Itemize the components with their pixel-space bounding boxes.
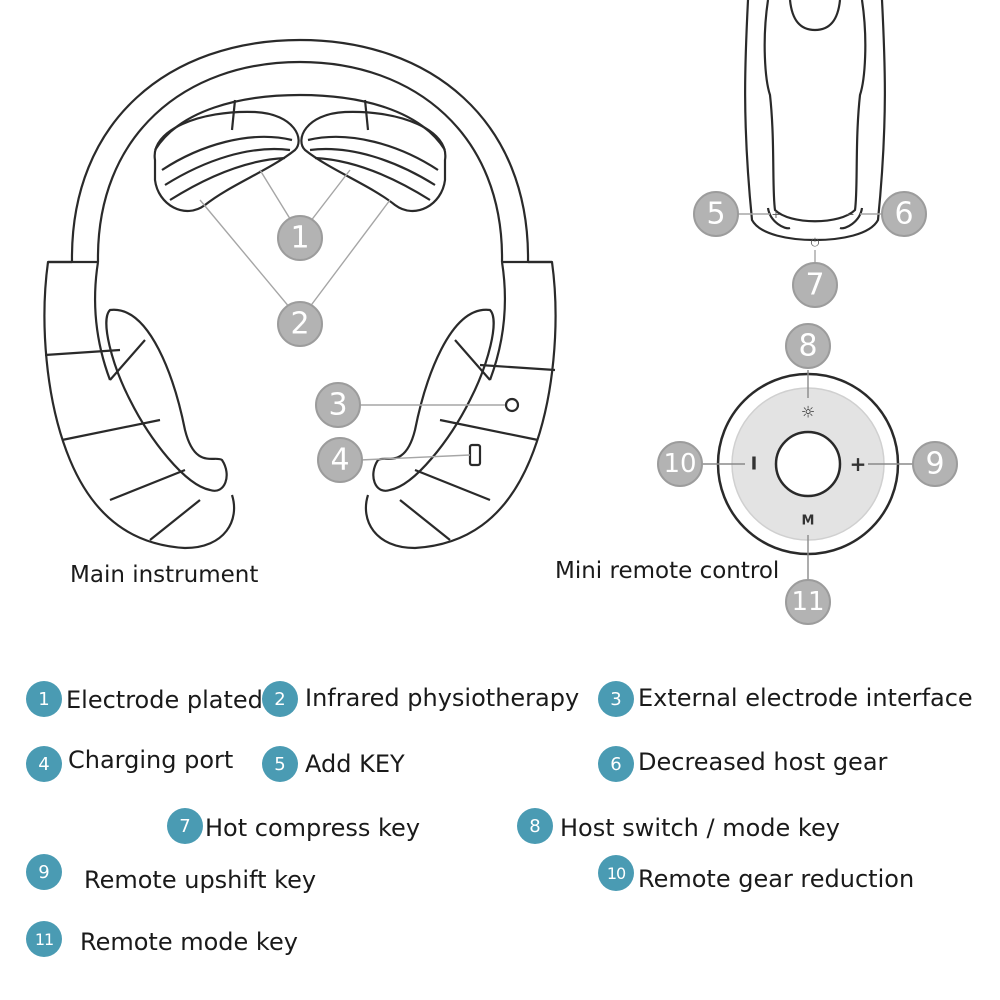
callout-4: 4 — [317, 437, 363, 483]
legend-text-5: Add KEY — [305, 750, 405, 778]
legend-badge-11: 11 — [26, 921, 62, 957]
remote-left-glyph: I — [751, 454, 758, 475]
callout-2: 2 — [277, 301, 323, 347]
host-minus-glyph: − — [845, 208, 854, 221]
legend-text-3: External electrode interface — [638, 684, 973, 712]
legend-text-6: Decreased host gear — [638, 748, 888, 776]
legend-badge-4: 4 — [26, 746, 62, 782]
legend-text-4: Charging port — [68, 746, 234, 774]
svg-text:10: 10 — [663, 449, 696, 479]
remote-sun-icon: ☼ — [801, 403, 815, 422]
callout-11: 11 — [785, 579, 831, 625]
svg-text:8: 8 — [798, 329, 817, 364]
callout-6: 6 — [881, 191, 927, 237]
legend-text-9: Remote upshift key — [84, 866, 317, 894]
legend-text-7: Hot compress key — [205, 814, 421, 842]
svg-text:7: 7 — [805, 268, 824, 303]
remote-button-glyphs: ☼ I + M — [751, 403, 867, 529]
callout-markers: 1 2 3 4 5 6 7 8 9 10 11 — [277, 191, 958, 625]
legend-text-1: Electrode plated — [66, 686, 263, 714]
mini-remote-drawing — [716, 372, 900, 556]
callout-9: 9 — [912, 441, 958, 487]
host-power-glyph: ⏻ — [811, 236, 820, 249]
svg-text:2: 2 — [290, 307, 309, 342]
legend-badge-6: 6 — [598, 746, 634, 782]
svg-text:3: 3 — [328, 388, 347, 423]
callout-7: 7 — [792, 262, 838, 308]
callout-8: 8 — [785, 323, 831, 369]
legend-text-8: Host switch / mode key — [560, 814, 840, 842]
main-instrument-caption: Main instrument — [70, 562, 259, 588]
svg-text:4: 4 — [330, 443, 349, 478]
svg-text:9: 9 — [925, 447, 944, 482]
legend-text-2: Infrared physiotherapy — [305, 684, 580, 712]
legend-badge-1: 1 — [26, 681, 62, 717]
host-end-drawing — [744, 0, 886, 242]
host-plus-glyph: + — [771, 208, 780, 221]
mini-remote-caption: Mini remote control — [555, 558, 780, 584]
main-instrument-drawing — [43, 38, 557, 550]
svg-text:5: 5 — [706, 197, 725, 232]
legend-badge-10: 10 — [598, 855, 634, 891]
host-buttons: + − ⏻ — [771, 208, 854, 249]
legend-badge-9: 9 — [26, 854, 62, 890]
svg-text:1: 1 — [290, 221, 309, 256]
legend-text-10: Remote gear reduction — [638, 865, 915, 893]
svg-text:6: 6 — [894, 197, 913, 232]
callout-3: 3 — [315, 382, 361, 428]
svg-text:11: 11 — [791, 587, 824, 617]
legend-badge-7: 7 — [167, 808, 203, 844]
remote-right-glyph: + — [850, 452, 867, 476]
callout-1: 1 — [277, 215, 323, 261]
legend-badge-3: 3 — [598, 681, 634, 717]
callout-5: 5 — [693, 191, 739, 237]
legend-badge-8: 8 — [517, 808, 553, 844]
legend-text-11: Remote mode key — [80, 928, 298, 956]
legend-badge-2: 2 — [262, 681, 298, 717]
remote-bottom-glyph: M — [802, 514, 815, 529]
remote-callout-lines — [700, 370, 915, 580]
callout-10: 10 — [657, 441, 703, 487]
legend-badge-5: 5 — [262, 746, 298, 782]
